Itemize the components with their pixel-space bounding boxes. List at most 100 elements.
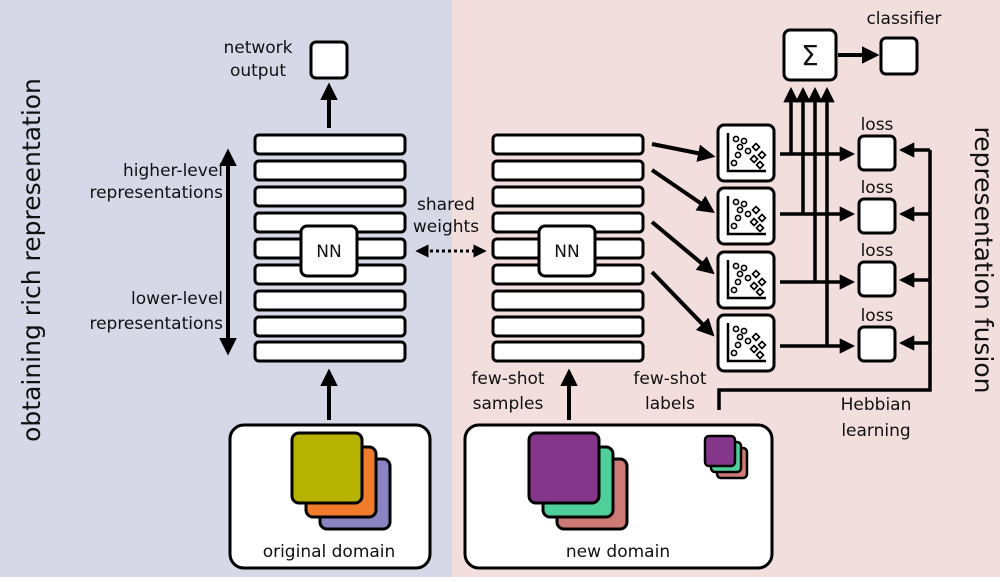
hebbian-label-2: learning (841, 421, 910, 441)
scatter-diamond (749, 281, 759, 291)
layer-to-plot-arrow-1 (651, 142, 716, 162)
sum-box (782, 28, 838, 82)
right-nn-label: NN (554, 242, 579, 262)
hebbian-feedback-line (717, 150, 932, 410)
left-layer-2 (253, 159, 407, 182)
scatter-dot (740, 264, 748, 272)
higher-level-label-2: representations (89, 183, 223, 203)
classifier-box (879, 36, 919, 76)
right-layer-8 (491, 315, 645, 338)
right-layer-3 (491, 185, 645, 208)
svg-text:shared: shared (417, 195, 475, 215)
svg-text:weights: weights (413, 217, 479, 237)
scatter-dot (744, 337, 752, 345)
layer-to-plot-arrow-4 (650, 270, 715, 337)
scatter-diamond (749, 217, 759, 227)
scatter-dot (730, 286, 738, 294)
scatter-dot (736, 143, 744, 151)
loss-box-2 (857, 197, 897, 235)
plots (716, 123, 776, 373)
scatter-dot (730, 222, 738, 230)
scatter-plot-icon-3 (716, 250, 776, 310)
right-layer-9 (491, 340, 645, 363)
loss-box-1 (857, 134, 897, 172)
scatter-dot (732, 198, 740, 206)
left-layer-7 (253, 289, 407, 312)
network-output-label-2: output (230, 61, 286, 81)
network-output-label: network (223, 38, 292, 58)
scatter-dot (744, 147, 752, 155)
left-layer-stack (253, 133, 407, 363)
left-nn-box (299, 224, 359, 278)
lower-level-label-2: representations (89, 314, 223, 334)
new-sample-front (527, 431, 601, 505)
scatter-plot-axes (726, 260, 766, 300)
scatter-plot-axes (726, 196, 766, 236)
scatter-dot (734, 151, 742, 159)
right-nn-box (537, 224, 597, 278)
scatter-dot (732, 325, 740, 333)
scatter-plot-icon-4 (716, 313, 776, 373)
scatter-diamond (749, 154, 759, 164)
scatter-dot (734, 214, 742, 222)
svg-text:representations: representations (89, 183, 223, 203)
svg-text:samples: samples (473, 394, 544, 414)
sum-symbol: Σ (801, 39, 819, 72)
loss-label-1: loss (861, 115, 894, 135)
svg-text:few-shot: few-shot (471, 369, 545, 389)
scatter-diamond (755, 223, 765, 233)
scatter-diamond (755, 160, 765, 170)
scatter-plot-icon-1 (716, 123, 776, 183)
svg-text:lower-level: lower-level (131, 289, 223, 309)
svg-text:network: network (223, 38, 292, 58)
loss-label-4: loss (861, 306, 894, 326)
scatter-diamond (751, 332, 761, 342)
scatter-plot-axes (726, 323, 766, 363)
scatter-dot (736, 270, 744, 278)
few-shot-samples-label-2: samples (473, 394, 544, 414)
new-domain-label: new domain (566, 542, 670, 562)
scatter-diamond (751, 269, 761, 279)
loss-box-4 (857, 325, 897, 363)
scatter-diamond (755, 350, 765, 360)
scatter-dot (734, 341, 742, 349)
left-layer-9 (253, 340, 407, 363)
scatter-diamond (751, 205, 761, 215)
few-shot-labels-label-2: labels (645, 394, 695, 414)
scatter-plot-axes (726, 133, 766, 173)
svg-text:representations: representations (89, 314, 223, 334)
svg-text:Hebbian: Hebbian (841, 395, 912, 415)
scatter-dot (740, 327, 748, 335)
classifier-label: classifier (866, 9, 941, 29)
right-layer-stack (491, 133, 645, 363)
loss-label-2: loss (861, 178, 894, 198)
original-domain-label: original domain (263, 542, 396, 562)
scatter-dot (736, 333, 744, 341)
hebbian-label: Hebbian (841, 395, 912, 415)
layer-to-plot-arrow-3 (650, 220, 715, 275)
lower-level-label: lower-level (131, 289, 223, 309)
layer-to-plot-arrow-2 (650, 168, 715, 213)
higher-level-label: higher-level (123, 161, 223, 181)
few-shot-labels-label: few-shot (633, 369, 707, 389)
scatter-dot (730, 159, 738, 167)
svg-text:learning: learning (841, 421, 910, 441)
label-sample-front (703, 434, 737, 468)
scatter-diamond (757, 213, 767, 223)
scatter-dot (740, 200, 748, 208)
left-layer-1 (253, 133, 407, 156)
svg-text:few-shot: few-shot (633, 369, 707, 389)
scatter-dot (736, 206, 744, 214)
scatter-dot (734, 278, 742, 286)
svg-text:output: output (230, 61, 286, 81)
loss-box-3 (857, 260, 897, 298)
scatter-diamond (757, 277, 767, 287)
right-layer-1 (491, 133, 645, 156)
left-layer-8 (253, 315, 407, 338)
scatter-dot (744, 210, 752, 218)
few-shot-samples-label: few-shot (471, 369, 545, 389)
scatter-plot-icon-2 (716, 186, 776, 246)
shared-weights-label-2: weights (413, 217, 479, 237)
